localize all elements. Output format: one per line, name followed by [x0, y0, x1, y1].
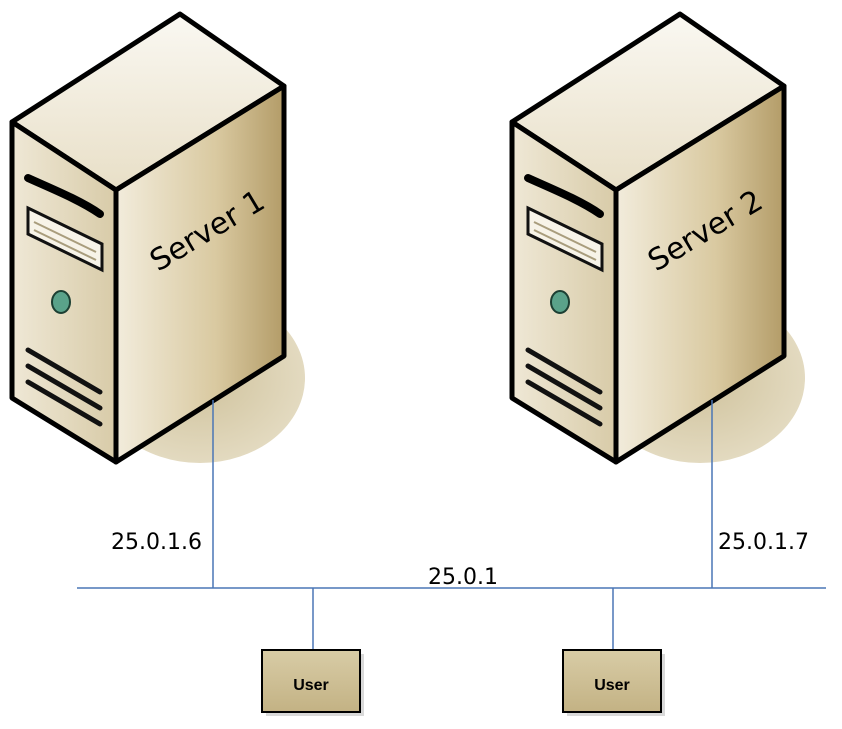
server-2-vent — [525, 347, 603, 395]
server-1-bay-line — [33, 221, 97, 253]
server-1-bay-line — [33, 229, 97, 261]
user-1-box: User — [261, 649, 364, 716]
server-1-ip-label: 25.0.1.6 — [111, 530, 202, 555]
server-1-side — [113, 83, 287, 465]
server-2-ip-label: 25.0.1.7 — [718, 530, 809, 555]
server-2-bay-line — [533, 221, 597, 253]
server-2-vent — [525, 379, 603, 427]
server-2: Server 2 — [509, 11, 805, 465]
server-1: Server 1 — [9, 11, 305, 465]
server-1-led-icon — [51, 290, 71, 314]
network-links — [77, 400, 826, 650]
server-1-vent — [25, 363, 103, 411]
server-2-bay-line — [533, 229, 597, 261]
server-1-vent — [25, 347, 103, 395]
server-1-vent — [25, 379, 103, 427]
network-subnet-label: 25.0.1 — [428, 565, 498, 590]
server-2-vent — [525, 363, 603, 411]
server-2-side — [613, 83, 787, 465]
user-1-label: User — [293, 677, 329, 694]
server-2-led-icon — [550, 290, 570, 314]
user-2-box: User — [562, 649, 665, 716]
server-2-drive-slot — [524, 174, 604, 218]
server-1-drive-slot — [24, 174, 104, 218]
user-2-label: User — [594, 677, 630, 694]
